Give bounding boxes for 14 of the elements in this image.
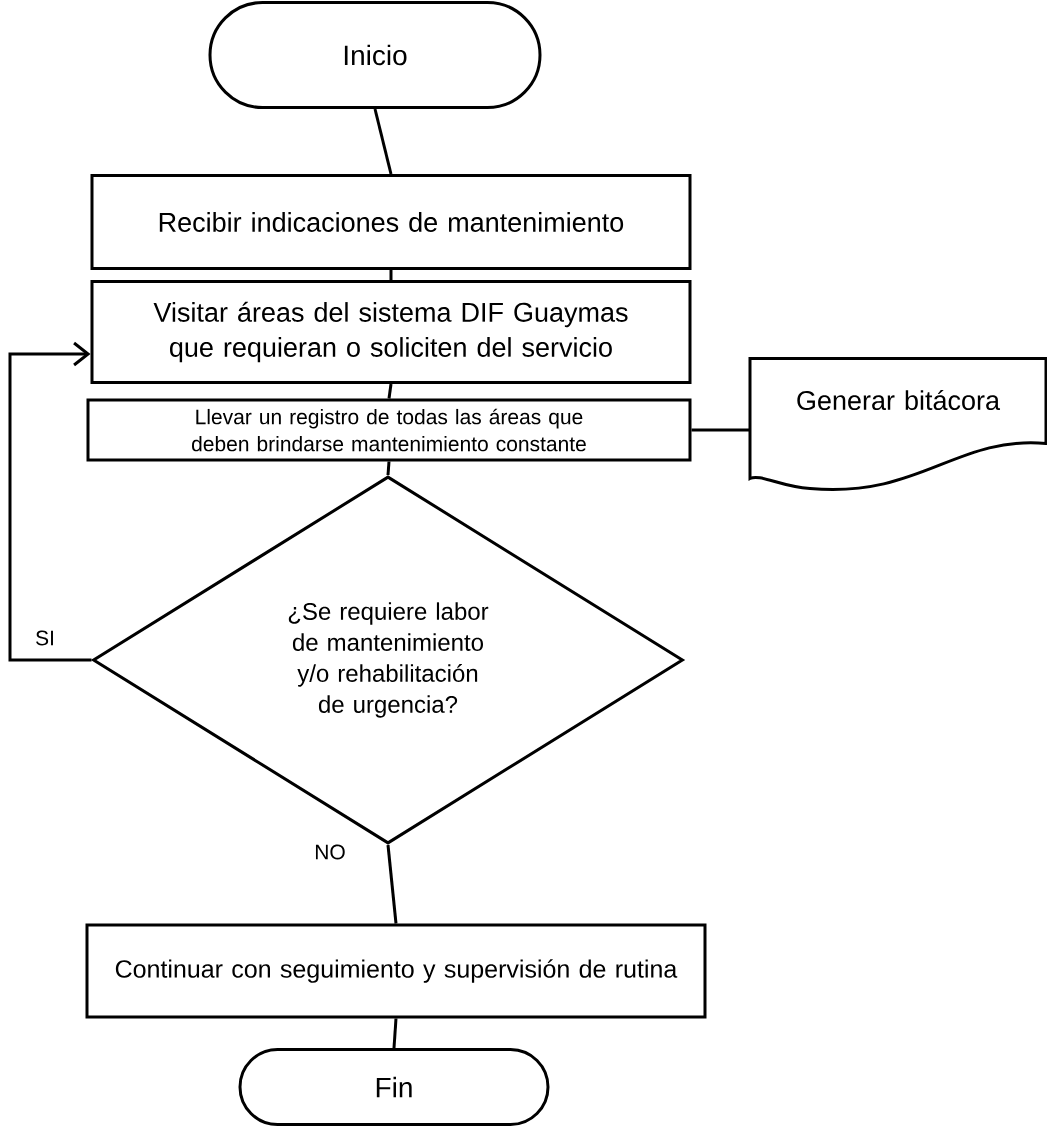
connector	[691, 428, 750, 432]
edge-label: SI	[34, 629, 56, 647]
connector	[389, 270, 393, 280]
process-box: Llevar un registro de todas las áreas que deben brindarse mantenimiento constante	[86, 398, 692, 462]
connector	[8, 341, 92, 662]
connector	[386, 461, 391, 476]
connector	[387, 383, 393, 399]
process-box: Visitar áreas del sistema DIF Guaymas que requieran o soliciten del servicio	[90, 280, 692, 384]
connector	[386, 844, 398, 924]
connector	[392, 1018, 398, 1049]
connector	[373, 108, 393, 175]
process-box: Recibir indicaciones de mantenimiento	[90, 174, 692, 270]
edge-label: NO	[313, 843, 347, 861]
process-box: Continuar con seguimiento y supervisión de rutina	[85, 923, 707, 1019]
